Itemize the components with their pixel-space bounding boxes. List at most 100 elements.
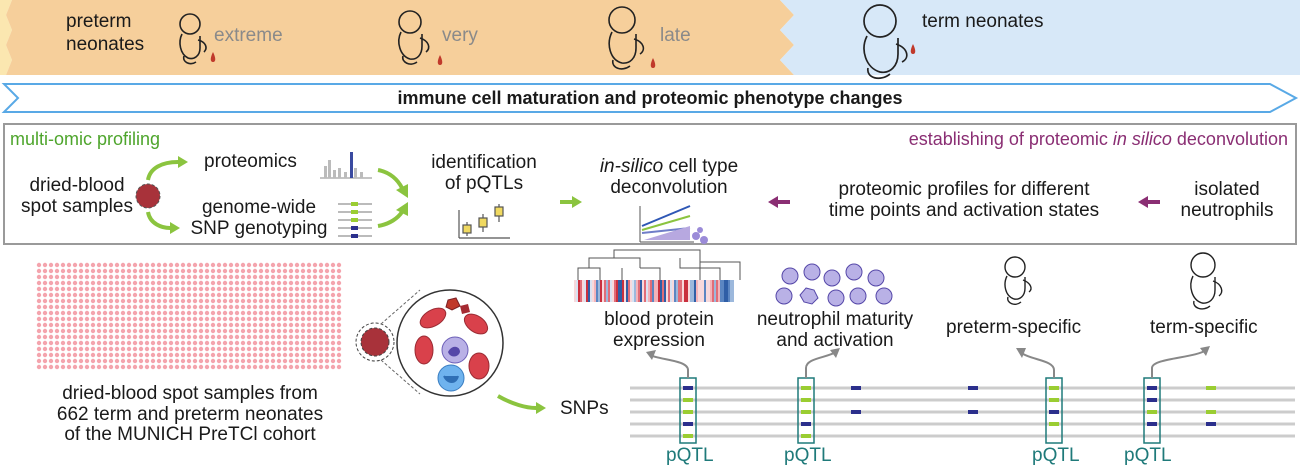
heatmap-strip [714,280,716,302]
magnified-blood-spot-icon [360,327,390,357]
heatmap-strip [580,280,582,302]
heatmap-strip [702,280,704,302]
heatmap-strip [602,280,604,302]
heatmap-strip [688,280,690,302]
heatmap-strip [584,280,586,302]
heatmap-strip [698,280,700,302]
pqtl-label-4: pQTL [1124,445,1172,466]
heatmap-strip [712,280,714,302]
isolated-neutrophils-label: isolated neutrophils [1180,179,1274,221]
heatmap-strip [704,280,706,302]
arrow-cohort-to-snps [497,394,537,410]
blood-drop-icon [437,55,443,65]
heatmap-strip [630,280,632,302]
blood-drop-icon [650,58,656,68]
heatmap-strip [718,280,720,302]
heatmap-strip [728,280,730,302]
term-band [780,0,1300,75]
heatmap-strip [646,280,648,302]
baby-preterm-icon [1004,256,1032,305]
heatmap-strip [680,280,682,302]
heatmap-strip [606,280,608,302]
zigzag-strip [0,0,12,75]
deconvolution-title: establishing of proteomic in silico deco… [908,129,1288,149]
pqtl-arrows [649,349,1207,378]
heatmap-strip [706,280,708,302]
heatmap-strip [604,280,606,302]
neutrophil-maturity-label: neutrophil maturity and activation [756,309,914,351]
heatmap-strip [662,280,664,302]
heatmap-strip [636,280,638,302]
arrow-genotype-to-pqtl [377,210,404,228]
term-label: term neonates [922,11,1044,32]
heatmap-strip [632,280,634,302]
heatmap-strip [656,280,658,302]
arrow-proteomics-to-pqtl [377,168,404,189]
heatmap-strip [658,280,660,302]
heatmap-strip [582,280,584,302]
heatmap-strip [596,280,598,302]
heatmap-strip [722,280,724,302]
heatmap-strip [574,280,576,302]
blood-drop-icon [910,44,916,54]
pqtl-label-2: pQTL [784,445,832,466]
heatmap-strip [652,280,654,302]
heatmap-strip [690,280,692,302]
heatmap-strip [578,280,580,302]
heatmap-strip [638,280,640,302]
term-specific-label: term-specific [1150,317,1258,338]
heatmap-strip [608,280,610,302]
blood-drop-icon [210,52,216,62]
heatmap-strip [586,280,588,302]
heatmap-strip [622,280,624,302]
heatmap-strip [628,280,630,302]
very-label: very [442,25,478,46]
blood-spot-icon [135,183,161,209]
heatmap-strip [710,280,712,302]
proteomic-profiles-label: proteomic profiles for different time po… [828,179,1100,221]
heatmap-strip [682,280,684,302]
heatmap-strip [654,280,656,302]
heatmap-strip [716,280,718,302]
heatmap-strip [634,280,636,302]
heatmap-strip [672,280,674,302]
baby-late-icon [608,6,645,70]
blood-cells-magnifier [396,289,504,397]
heatmap-strip [648,280,650,302]
neutrophil-cluster-icon [775,263,893,307]
heatmap-strip [594,280,596,302]
multi-omic-title: multi-omic profiling [10,129,161,149]
baby-term-icon [863,4,908,80]
maturation-arrow-label: immune cell maturation and proteomic phe… [397,88,903,108]
heatmap-strip [726,280,728,302]
genotyping-label: genome-wide SNP genotyping [190,197,328,239]
heatmap-strip [644,280,646,302]
heatmap-strip [676,280,678,302]
heatmap-strip [626,280,628,302]
heatmap-strip [708,280,710,302]
deconvolution-label: in-silico cell type deconvolution [599,156,739,198]
snps-label: SNPs [560,398,609,419]
heatmap-strip [668,280,670,302]
heatmap-strip [592,280,594,302]
snp-markers [683,386,1216,438]
heatmap-strip [684,280,686,302]
heatmap-strip [670,280,672,302]
heatmap-strips [574,280,734,302]
heatmap-strip [730,280,732,302]
heatmap-strip [616,280,618,302]
preterm-label-line2: neonates [66,34,145,55]
heatmap-strip [664,280,666,302]
pqtl-arrowheads [646,346,1210,360]
heatmap-strip [620,280,622,302]
preterm-label-line1: preterm [66,11,132,32]
spectrum-icon [320,152,372,179]
boxplot-icon [458,204,510,239]
heatmap-strip [660,280,662,302]
heatmap-strip [674,280,676,302]
arrow-to-proteomics [146,160,179,181]
deconvolution-icon [639,205,708,244]
